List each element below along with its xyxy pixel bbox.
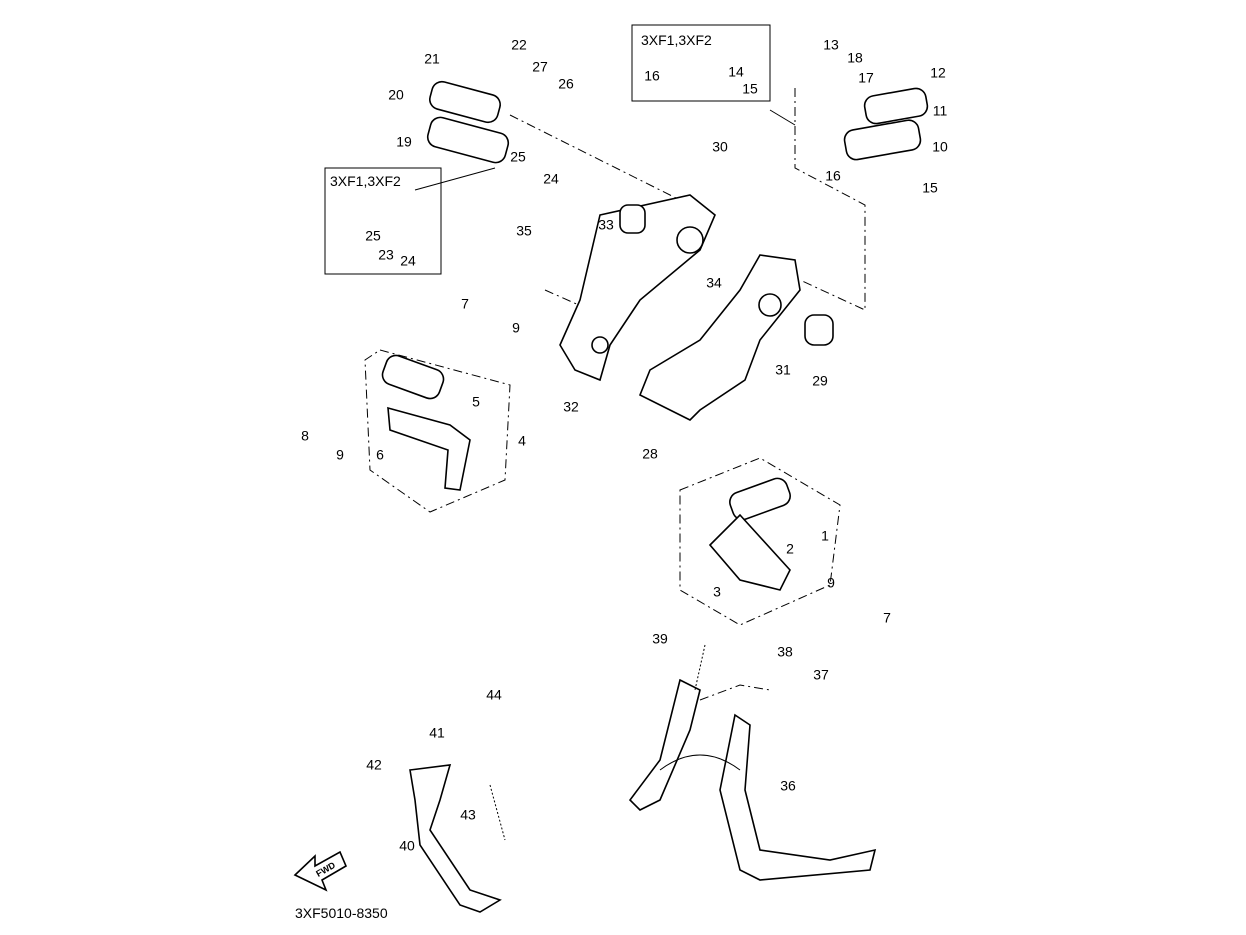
rear-left-bracket-line bbox=[509, 114, 701, 211]
callout-36: 36 bbox=[780, 778, 796, 794]
side-stand-40 bbox=[409, 764, 502, 913]
callout-30: 30 bbox=[712, 139, 728, 155]
callout-40: 40 bbox=[399, 838, 415, 854]
bracket-32-hole bbox=[676, 226, 704, 254]
bushing-33 bbox=[619, 204, 646, 234]
diagram-code: 3XF5010-8350 bbox=[295, 905, 388, 921]
callout-33: 33 bbox=[598, 217, 614, 233]
callout-9: 9 bbox=[336, 447, 344, 463]
callout-24: 24 bbox=[543, 171, 559, 187]
center-stand-crossbar bbox=[659, 754, 741, 771]
footrest-bracket-4 bbox=[387, 406, 471, 491]
bracket-28-hole bbox=[758, 293, 782, 317]
callout-14: 14 bbox=[728, 64, 744, 80]
callout-44: 44 bbox=[486, 687, 502, 703]
callout-11: 11 bbox=[933, 103, 948, 119]
callout-4: 4 bbox=[518, 433, 526, 449]
fwd-arrow-icon bbox=[293, 850, 348, 892]
callout-25: 25 bbox=[365, 228, 381, 244]
variant-box-right bbox=[631, 24, 771, 102]
bracket-32-hole bbox=[591, 336, 609, 354]
spring-line bbox=[699, 684, 771, 701]
variant-box-left-leader bbox=[414, 167, 496, 191]
callout-34: 34 bbox=[706, 275, 722, 291]
variant-box-left-title: 3XF1,3XF2 bbox=[330, 173, 401, 189]
spring-39 bbox=[694, 644, 706, 691]
callout-9: 9 bbox=[512, 320, 520, 336]
callout-25: 25 bbox=[510, 149, 526, 165]
callout-29: 29 bbox=[812, 373, 828, 389]
rear-right-bracket-line bbox=[794, 88, 866, 311]
spring-43 bbox=[489, 784, 506, 841]
variant-box-right-title: 3XF1,3XF2 bbox=[641, 32, 712, 48]
callout-37: 37 bbox=[813, 667, 829, 683]
callout-12: 12 bbox=[930, 65, 946, 81]
callout-38: 38 bbox=[777, 644, 793, 660]
bracket-28 bbox=[638, 254, 801, 421]
callout-2: 2 bbox=[786, 541, 794, 557]
variant-box-left bbox=[324, 167, 442, 275]
footrest-10 bbox=[843, 119, 922, 161]
footrest-assembly-4-outline bbox=[364, 349, 511, 513]
callout-7: 7 bbox=[883, 610, 891, 626]
callout-27: 27 bbox=[532, 59, 548, 75]
footrest-19 bbox=[426, 116, 510, 164]
callout-31: 31 bbox=[775, 362, 791, 378]
callout-16: 16 bbox=[825, 168, 841, 184]
callout-5: 5 bbox=[472, 394, 480, 410]
footrest-20 bbox=[429, 80, 501, 124]
footrest-bracket-1 bbox=[708, 513, 791, 591]
bracket-32 bbox=[559, 194, 716, 382]
callout-8: 8 bbox=[301, 428, 309, 444]
callout-10: 10 bbox=[932, 139, 948, 155]
callout-20: 20 bbox=[388, 87, 404, 103]
callout-17: 17 bbox=[858, 70, 874, 86]
callout-26: 26 bbox=[558, 76, 574, 92]
callout-28: 28 bbox=[642, 446, 658, 462]
callout-21: 21 bbox=[424, 51, 440, 67]
callout-43: 43 bbox=[460, 807, 476, 823]
callout-39: 39 bbox=[652, 631, 668, 647]
footrest-11 bbox=[863, 87, 929, 125]
footrest-2 bbox=[729, 477, 791, 521]
callout-15: 15 bbox=[922, 180, 938, 196]
callout-22: 22 bbox=[511, 37, 527, 53]
callout-24: 24 bbox=[400, 253, 416, 269]
callout-15: 15 bbox=[742, 81, 758, 97]
callout-41: 41 bbox=[429, 725, 445, 741]
callout-42: 42 bbox=[366, 757, 382, 773]
callout-32: 32 bbox=[563, 399, 579, 415]
callout-7: 7 bbox=[461, 296, 469, 312]
callout-18: 18 bbox=[847, 50, 863, 66]
callout-19: 19 bbox=[396, 134, 412, 150]
callout-23: 23 bbox=[378, 247, 394, 263]
center-stand-left-leg bbox=[628, 678, 701, 811]
callout-13: 13 bbox=[823, 37, 839, 53]
callout-9: 9 bbox=[827, 575, 835, 591]
callout-6: 6 bbox=[376, 447, 384, 463]
bushing-29 bbox=[804, 314, 834, 346]
variant-box-right-leader bbox=[769, 109, 796, 126]
callout-35: 35 bbox=[516, 223, 532, 239]
callout-1: 1 bbox=[821, 528, 829, 544]
callout-16: 16 bbox=[644, 68, 660, 84]
callout-3: 3 bbox=[713, 584, 721, 600]
footrest-5 bbox=[381, 354, 445, 400]
center-stand-36 bbox=[719, 713, 877, 881]
